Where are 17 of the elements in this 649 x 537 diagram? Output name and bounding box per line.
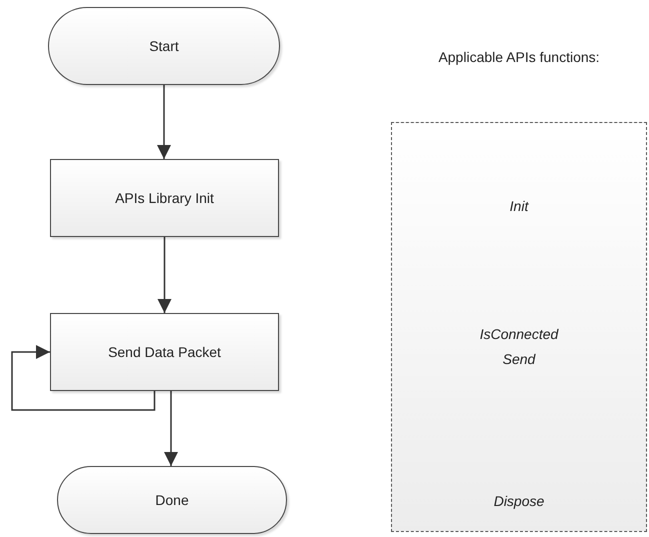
terminal-pill	[57, 466, 287, 534]
loop-arrow	[11, 345, 156, 411]
arrow	[157, 85, 171, 159]
node-label: Send Data Packet	[108, 344, 221, 360]
arrow	[164, 391, 178, 466]
function-name: IsConnected	[478, 326, 560, 342]
node-label: APIs Library Init	[115, 190, 214, 206]
process-box	[50, 313, 279, 391]
terminal-pill	[48, 7, 280, 85]
node-label: Done	[155, 492, 189, 508]
process-box	[50, 159, 279, 237]
node-label: Start	[149, 38, 179, 54]
arrow	[158, 237, 172, 313]
function-name: Send	[502, 351, 537, 367]
function-name: Init	[508, 198, 530, 214]
function-name: Dispose	[492, 493, 546, 509]
group-heading: Applicable APIs functions:	[437, 49, 601, 65]
